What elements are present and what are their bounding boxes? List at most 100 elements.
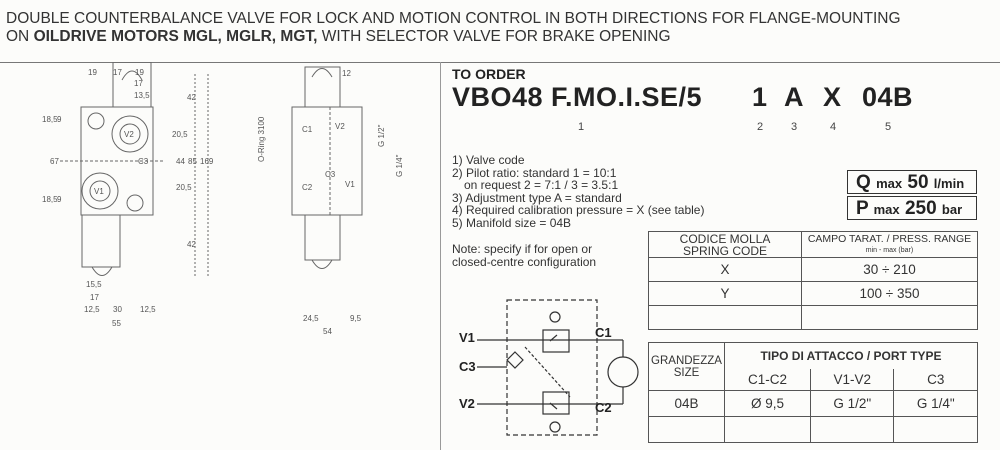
side-c1-label: C1 (302, 125, 313, 134)
pressure-spec: P max 250 bar (847, 196, 977, 220)
table-row (648, 416, 978, 443)
dim-44: 44 (176, 157, 185, 166)
dim-9a: 9 (57, 115, 62, 124)
dim-55: 55 (112, 319, 121, 328)
c1c2-cell: Ø 9,5 (723, 390, 812, 417)
order-code: VBO48 F.MO.I.SE/5 (452, 82, 703, 112)
dim-20-5a: 20,5 (172, 130, 188, 139)
dim-19b: 19 (135, 68, 144, 77)
c3-cell: G 1/4" (893, 390, 978, 417)
dim-17b: 17 (134, 79, 143, 88)
c3-cell (893, 416, 978, 443)
order-notes: 1) Valve code 2) Pilot ratio: standard 1… (452, 154, 704, 229)
note-1: 1) Valve code (452, 153, 525, 167)
c1c2-cell (723, 416, 812, 443)
table-row (648, 305, 978, 330)
front-view (60, 62, 209, 277)
port-v2: V2 (459, 396, 475, 411)
press-range (801, 305, 978, 330)
col-c1-c2: C1-C2 (723, 368, 812, 391)
dim-67: 67 (50, 157, 59, 166)
note-5: 5) Manifold size = 04B (452, 215, 572, 230)
dim-17c: 17 (90, 293, 99, 302)
v1v2-cell (810, 416, 895, 443)
q-value: 50 (907, 172, 929, 193)
side-c2-label: C2 (302, 183, 313, 192)
spring-code: Y (648, 281, 802, 306)
port-c3-label: C3 (138, 157, 149, 166)
side-c3-label: C3 (325, 170, 336, 179)
spring-code (648, 305, 802, 330)
dim-85: 85 (188, 157, 197, 166)
document-title: DOUBLE COUNTERBALANCE VALVE FOR LOCK AND… (6, 10, 901, 46)
index-4: 4 (830, 121, 837, 133)
dim-12: 12 (342, 69, 351, 78)
to-order-heading: TO ORDER (452, 66, 526, 82)
dim-12-5a: 12,5 (84, 305, 100, 314)
dimension-drawing: 19 17 19 17 13,5 V2 V1 C3 42 20,5 44 20,… (42, 62, 404, 336)
size-cell (648, 416, 725, 443)
dim-24-5: 24,5 (303, 314, 319, 323)
title-line-1: DOUBLE COUNTERBALANCE VALVE FOR LOCK AND… (6, 10, 901, 27)
q-max: max (876, 176, 903, 191)
flow-spec: Q max 50 l/min (847, 170, 977, 194)
col-c3: C3 (893, 368, 978, 391)
note-4: 4) Required calibration pressure = X (se… (452, 203, 705, 217)
title-models: OILDRIVE MOTORS MGL, MGLR, MGT, (33, 28, 318, 45)
p-value: 250 (904, 198, 937, 219)
order-part-pressure: X (823, 82, 842, 112)
config-note: Note: specify if for open or closed-cent… (452, 242, 597, 269)
dim-42a: 42 (187, 93, 196, 102)
side-v2-label: V2 (335, 122, 345, 131)
port-c3: C3 (459, 359, 476, 374)
p-max: max (873, 202, 900, 217)
dim-20-5b: 20,5 (176, 183, 192, 192)
dim-19a: 19 (88, 68, 97, 77)
title-line-2: ON OILDRIVE MOTORS MGL, MGLR, MGT, WITH … (6, 28, 901, 46)
p-letter: P (856, 198, 869, 219)
port-type-header: TIPO DI ATTACCO / PORT TYPE (724, 342, 978, 369)
order-part-size: 04B (862, 82, 914, 112)
port-c1: C1 (595, 325, 612, 340)
dim-17a: 17 (113, 68, 122, 77)
title-prefix: ON (6, 28, 34, 45)
dim-12-5b: 12,5 (140, 305, 156, 314)
dim-18-5b: 18,5 (42, 195, 58, 204)
hydraulic-schematic: V1 C3 V2 C1 C2 (459, 299, 639, 436)
dim-9-5: 9,5 (350, 314, 362, 323)
spring-code: X (648, 257, 802, 282)
title-suffix: WITH SELECTOR VALVE FOR BRAKE OPENING (317, 28, 671, 45)
header-rule (0, 62, 1000, 63)
dim-30: 30 (113, 305, 122, 314)
index-5: 5 (885, 121, 892, 133)
port-v2-label: V2 (124, 130, 134, 139)
v1v2-cell: G 1/2" (810, 390, 895, 417)
side-v1-label: V1 (345, 180, 355, 189)
dim-169: 169 (200, 157, 214, 166)
oring-label: O-Ring 3100 (257, 116, 266, 162)
side-view (291, 66, 363, 269)
order-part-adjust: A (784, 82, 804, 112)
press-range: 30 ÷ 210 (801, 257, 978, 282)
index-2: 2 (757, 121, 764, 133)
index-3: 3 (791, 121, 798, 133)
dim-13-5: 13,5 (134, 91, 150, 100)
p-unit: bar (941, 202, 963, 217)
note-2b: on request 2 = 7:1 / 3 = 3.5:1 (464, 178, 619, 192)
note-2: 2) Pilot ratio: standard 1 = 10:1 (452, 165, 617, 180)
size-cell: 04B (648, 390, 725, 417)
side-g14-label: G 1/4" (395, 154, 404, 177)
q-unit: l/min (933, 176, 965, 191)
press-range: 100 ÷ 350 (801, 281, 978, 306)
port-v1: V1 (459, 330, 475, 345)
col-v1-v2: V1-V2 (810, 368, 895, 391)
index-1: 1 (578, 121, 585, 133)
dim-15-5: 15,5 (86, 280, 102, 289)
